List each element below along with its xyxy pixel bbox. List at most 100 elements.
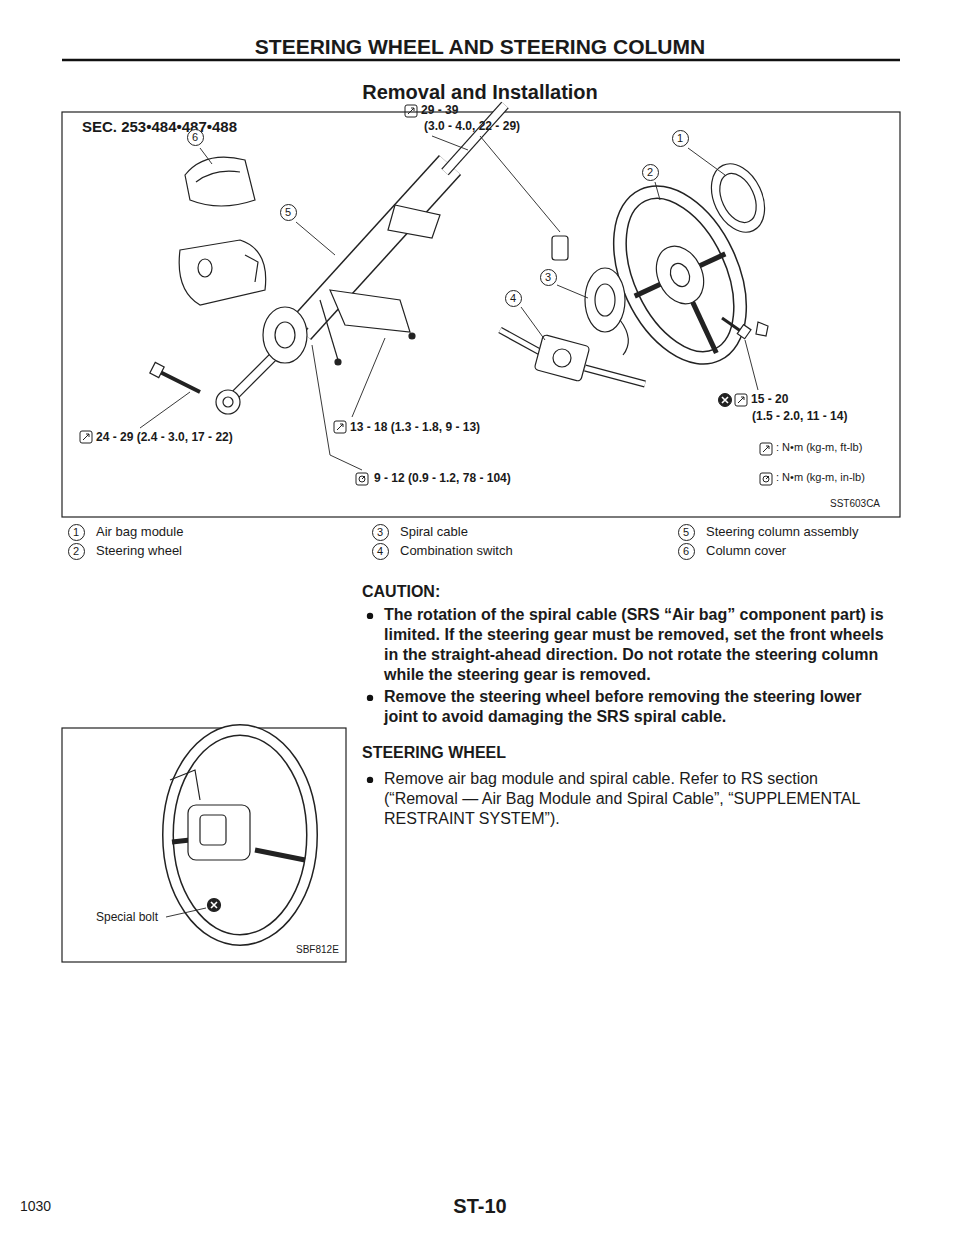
leader-line: [140, 392, 190, 428]
steering-wheel-drawing: [500, 155, 775, 384]
torque-value: 15 - 20: [751, 392, 788, 407]
callout-number: 2: [642, 164, 659, 181]
callout-number: 4: [505, 290, 522, 307]
title-rule: [62, 59, 900, 62]
mounting-bracket: [330, 290, 410, 332]
part-name: Combination switch: [400, 543, 513, 559]
wheel-spoke: [255, 850, 305, 860]
part-name: Steering wheel: [96, 543, 182, 559]
leader-line: [745, 340, 758, 390]
figure-code: SST603CA: [830, 498, 880, 511]
part-name: Steering column assembly: [706, 524, 858, 540]
torque-icon: [405, 105, 417, 117]
callout-number: 1: [672, 130, 689, 147]
spiral-cable: [595, 284, 615, 316]
combination-switch: [500, 330, 645, 384]
bullet-dot: [367, 777, 373, 783]
key-hole: [198, 259, 212, 277]
callout-number: 6: [678, 543, 695, 560]
bolt: [335, 359, 341, 365]
joint-bolt: [150, 362, 164, 377]
wheel-rim: [168, 730, 312, 940]
wheel-spoke: [692, 300, 717, 353]
wheel-spoke: [698, 254, 725, 267]
section-code: SEC. 253•484•487•488: [82, 118, 237, 137]
switch-lever: [585, 368, 645, 384]
unit-note: : N•m (kg-m, in-lb): [776, 471, 865, 485]
wheel-hub: [647, 239, 712, 312]
universal-joint: [216, 390, 240, 414]
switch-body: [534, 334, 590, 381]
air-bag-module: [701, 155, 775, 241]
part-name: Air bag module: [96, 524, 183, 540]
switch-lever: [500, 330, 540, 352]
upper-column-cover: [196, 171, 240, 182]
part-name: Column cover: [706, 543, 786, 559]
switch-lever: [500, 330, 540, 352]
unit-note: : N•m (kg-m, ft-lb): [776, 441, 862, 455]
hub-edge: [170, 770, 200, 800]
callout-number: 2: [68, 543, 85, 560]
leader-line: [166, 908, 206, 917]
torque-value: 9 - 12 (0.9 - 1.2, 78 - 104): [374, 471, 511, 486]
figure-frame: [62, 112, 900, 517]
leader-line: [521, 307, 545, 340]
universal-joint: [223, 397, 233, 407]
leader-line: [688, 148, 725, 175]
spiral-cable: [585, 268, 628, 355]
lower-column-cover: [179, 240, 266, 305]
caution-text: The rotation of the spiral cable (SRS “A…: [384, 605, 894, 685]
torque-icon-in-lb: [760, 473, 772, 485]
callout-label: Special bolt: [96, 910, 158, 925]
lock-housing: [263, 307, 307, 363]
torque-icon: [735, 394, 747, 406]
wheel-rim: [168, 730, 312, 940]
leader-line: [480, 136, 560, 232]
torque-icons: [80, 105, 772, 485]
bullet-dot: [367, 695, 373, 701]
callout-number: 5: [678, 524, 695, 541]
callout-number: 4: [372, 543, 389, 560]
torque-value: 29 - 39: [421, 103, 458, 118]
air-bag-module: [713, 168, 764, 229]
lock-housing: [275, 322, 295, 348]
figure-frame: [62, 728, 346, 962]
procedure-text: Remove air bag module and spiral cable. …: [384, 769, 894, 829]
subsection-heading: STEERING WHEEL: [362, 743, 506, 763]
special-bolt-figure: [166, 730, 312, 940]
switch-lever: [585, 368, 645, 384]
callout-number: 5: [280, 204, 297, 221]
page-number: 1030: [20, 1198, 51, 1216]
special-bolt-icon: [208, 899, 221, 912]
special-bolt-icon: [719, 394, 732, 407]
wheel-hub: [200, 815, 226, 845]
torque-value: (1.5 - 2.0, 11 - 14): [752, 409, 847, 424]
callout-number: 6: [187, 129, 204, 146]
torque-icon-in-lb: [356, 473, 368, 485]
torque-icon: [760, 443, 772, 455]
figure-code: SBF812E: [296, 944, 339, 957]
bullet-dot: [367, 613, 373, 619]
page-code: ST-10: [453, 1194, 506, 1219]
torque-value: (3.0 - 4.0, 22 - 29): [424, 119, 520, 134]
tilt-lever: [320, 300, 338, 360]
leader-line: [557, 285, 588, 298]
leader-line: [655, 182, 660, 200]
lower-column-cover: [245, 255, 258, 282]
leader-line: [432, 136, 468, 150]
switch-body: [553, 349, 571, 367]
torque-icon: [80, 431, 92, 443]
spiral-cable: [585, 268, 625, 332]
part-name: Spiral cable: [400, 524, 468, 540]
wheel-hub: [667, 260, 693, 289]
bolt: [409, 333, 415, 339]
leader-lines: [140, 136, 758, 470]
spiral-cable-lead: [620, 320, 628, 355]
wheel-spoke: [172, 840, 190, 842]
cancel-cam: [552, 236, 568, 260]
leader-line: [200, 148, 212, 164]
leader-line: [296, 222, 335, 255]
wheel-spoke: [635, 283, 662, 296]
